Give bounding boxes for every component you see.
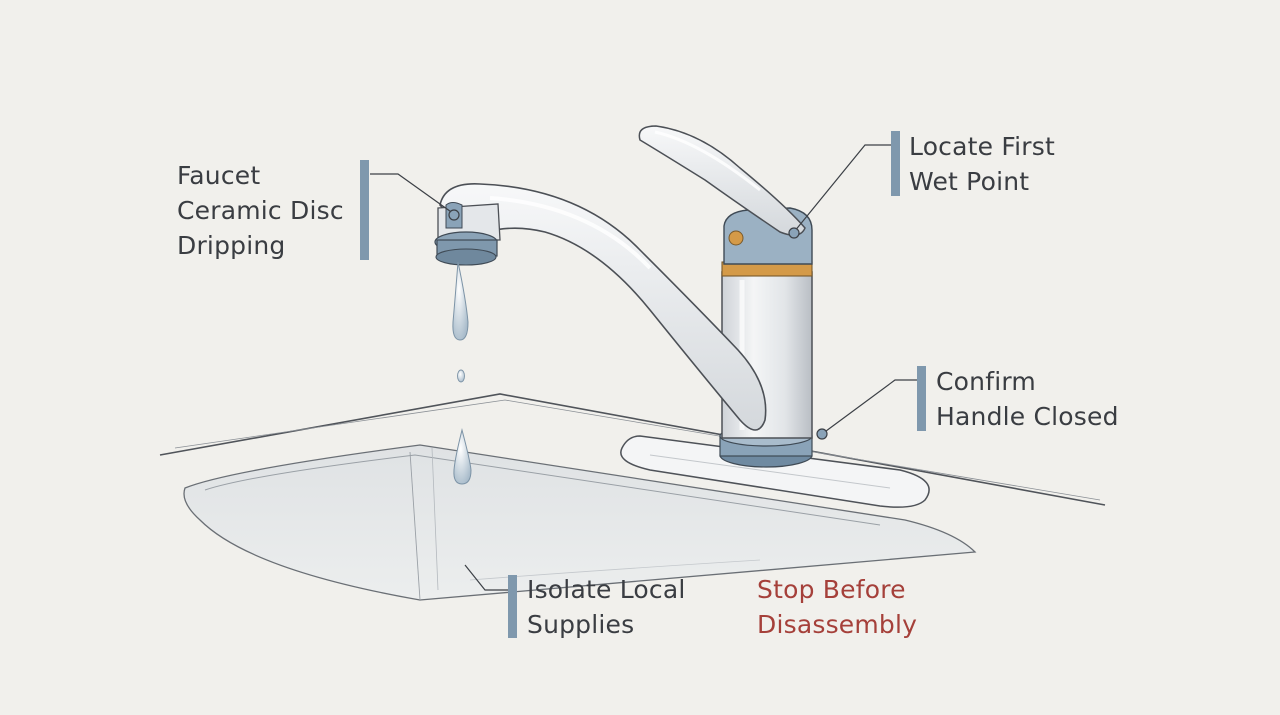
warning-line: Stop Before: [757, 575, 906, 604]
callout-faucet-ceramic-disc-dripping: Faucet Ceramic Disc Dripping: [177, 158, 344, 263]
faucet-spout: [434, 183, 767, 431]
callout-line: Locate First: [909, 132, 1055, 161]
callout-line: Faucet: [177, 161, 261, 190]
countertop: [159, 393, 1106, 506]
water-drops: [452, 261, 472, 485]
callout-line: Ceramic Disc: [177, 196, 344, 225]
callout-bar-supplies: [508, 575, 517, 638]
callout-bar-faucet: [360, 160, 369, 260]
callout-line: Handle Closed: [936, 402, 1119, 431]
callout-confirm-handle-closed: Confirm Handle Closed: [936, 364, 1119, 434]
warning-line: Disassembly: [757, 610, 918, 639]
callout-line: Supplies: [527, 610, 635, 639]
sink-basin: [183, 444, 977, 601]
deck-plate: [620, 435, 930, 508]
warning-stop-before-disassembly: Stop Before Disassembly: [757, 572, 917, 642]
callout-line: Wet Point: [909, 167, 1030, 196]
callout-locate-first-wet-point: Locate First Wet Point: [909, 129, 1055, 199]
leader-lines: [370, 144, 920, 591]
callout-bar-handle: [917, 366, 926, 431]
callout-line: Dripping: [177, 231, 286, 260]
lever-handle: [638, 125, 806, 236]
leader-dots: [448, 209, 828, 440]
callout-line: Isolate Local: [527, 575, 686, 604]
callout-line: Confirm: [936, 367, 1036, 396]
callout-bar-wet-point: [891, 131, 900, 196]
callout-isolate-local-supplies: Isolate Local Supplies: [527, 572, 685, 642]
